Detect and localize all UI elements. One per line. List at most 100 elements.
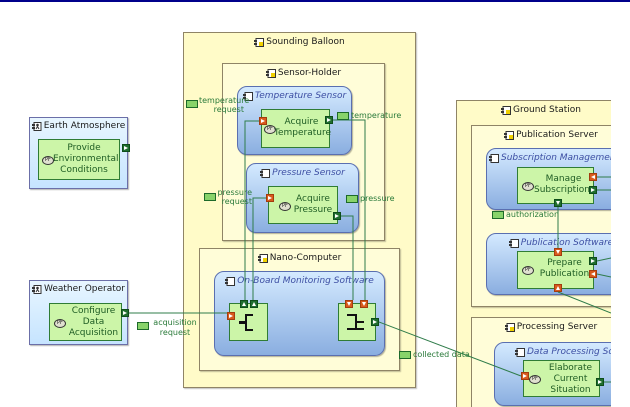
node-icon [254, 37, 265, 47]
output-port[interactable] [121, 309, 129, 317]
input-port[interactable] [250, 300, 258, 308]
gather-icon [239, 314, 253, 331]
node-title: Sounding Balloon [266, 37, 345, 47]
component-icon [508, 238, 519, 248]
physical-function-icon: PF [279, 202, 291, 211]
exchange-icon [204, 192, 216, 201]
output-port[interactable] [122, 144, 130, 152]
exchange-text: temperature request [199, 96, 250, 114]
exchange-icon [399, 350, 411, 359]
physical-function-icon: PF [42, 156, 54, 165]
node-icon [504, 130, 515, 140]
physical-function-icon: PF [529, 375, 541, 384]
window-top-border [0, 0, 630, 2]
exchange-label-acquisition-request[interactable] [137, 321, 151, 330]
physical-function-icon: PF [522, 266, 534, 275]
exchange-publication-bottom-line [557, 291, 611, 314]
exchange-label-authorization[interactable]: authorization [492, 210, 559, 219]
exchange-text: acquisition request [153, 318, 197, 337]
node-icon [504, 322, 515, 332]
exchange-icon [137, 321, 149, 330]
component-icon [489, 153, 499, 163]
output-port[interactable] [589, 257, 597, 265]
exchange-icon [186, 99, 198, 108]
exchange-temperature-line [333, 119, 366, 300]
output-port[interactable] [325, 116, 333, 124]
node-title: Nano-Computer [269, 253, 342, 263]
function-configure-data-acquisition[interactable]: PF Configure Data Acquisition [49, 303, 122, 341]
component-title: Publication Software [520, 238, 611, 248]
function-label: Elaborate Current Situation [548, 363, 593, 395]
node-title: Ground Station [513, 105, 581, 115]
actor-icon [31, 121, 42, 131]
input-port[interactable] [554, 284, 562, 292]
input-port[interactable] [554, 248, 562, 256]
actor-icon [31, 284, 42, 294]
component-icon [242, 91, 253, 101]
input-port[interactable] [227, 312, 235, 320]
exchange-collected-data-line [378, 321, 522, 377]
exchange-label-collected-data[interactable]: collected data [399, 350, 470, 359]
component-icon [260, 168, 271, 178]
component-title: Data Processing Software [527, 347, 611, 357]
node-icon [501, 105, 512, 115]
function-elaborate-current-situation[interactable]: PF Elaborate Current Situation [523, 360, 600, 397]
node-icon [257, 253, 268, 263]
input-port[interactable] [240, 300, 248, 308]
component-title: On-Board Monitoring Software [237, 276, 374, 286]
actor-title: Weather Operator [43, 284, 126, 294]
input-port[interactable] [259, 117, 267, 125]
diagram-canvas: Earth Atmosphere PF Provide Environmenta… [29, 32, 611, 407]
exchange-label-temperature[interactable]: temperature [337, 111, 401, 120]
exchange-label-pressure-request[interactable] [204, 192, 218, 201]
physical-function-icon: PF [522, 182, 534, 191]
input-port[interactable] [266, 194, 274, 202]
exchange-icon [346, 194, 358, 203]
function-label: Provide Environmental Conditions [53, 143, 119, 175]
exchange-text: pressure request [217, 188, 252, 206]
physical-function-icon: PF [264, 125, 276, 134]
input-port[interactable] [589, 270, 597, 278]
physical-function-icon: PF [54, 319, 66, 328]
function-gather[interactable] [229, 303, 268, 341]
exchange-temperature-request-line [244, 120, 259, 300]
output-port[interactable] [371, 318, 379, 326]
exchange-icon [337, 111, 349, 120]
exchange-icon [492, 210, 504, 219]
output-port[interactable] [596, 378, 604, 386]
exchange-publication-out-line [596, 257, 611, 262]
component-icon [515, 347, 525, 357]
function-acquire-temperature[interactable]: PF Acquire Temperature [261, 109, 332, 148]
component-icon [225, 276, 236, 286]
output-port[interactable] [554, 199, 562, 207]
function-provide-environmental-conditions[interactable]: PF Provide Environmental Conditions [38, 139, 120, 180]
exchange-pressure-request-line [252, 197, 266, 300]
route-icon [347, 314, 364, 330]
function-label: Configure Data Acquisition [68, 306, 119, 338]
output-port[interactable] [333, 212, 341, 220]
input-port[interactable] [345, 300, 353, 308]
node-title: Processing Server [516, 322, 598, 332]
output-port[interactable] [589, 186, 597, 194]
functional-exchanges [129, 119, 611, 383]
node-title: Sensor-Holder [277, 68, 342, 78]
actor-title: Earth Atmosphere [43, 121, 126, 131]
input-port[interactable] [521, 372, 529, 380]
function-label: Acquire Pressure [293, 194, 333, 215]
function-label: Prepare Publication [539, 258, 590, 279]
function-label: Acquire Temperature [274, 117, 332, 138]
component-title: Temperature Sensor [254, 91, 347, 101]
input-port[interactable] [360, 300, 368, 308]
component-title: Pressure Sensor [272, 168, 345, 178]
exchange-pressure-line [341, 215, 354, 300]
exchange-label-temperature-request[interactable] [186, 99, 200, 108]
function-route[interactable] [338, 303, 376, 341]
node-title: Publication Server [516, 130, 598, 140]
component-title: Subscription Management Software [501, 153, 611, 163]
function-label: Manage Subscriptions [534, 174, 595, 195]
exchange-publication-in-line [596, 273, 611, 278]
exchange-label-pressure[interactable]: pressure [346, 194, 395, 203]
node-icon [265, 68, 276, 78]
input-port[interactable] [589, 173, 597, 181]
function-acquire-pressure[interactable]: PF Acquire Pressure [268, 186, 338, 224]
